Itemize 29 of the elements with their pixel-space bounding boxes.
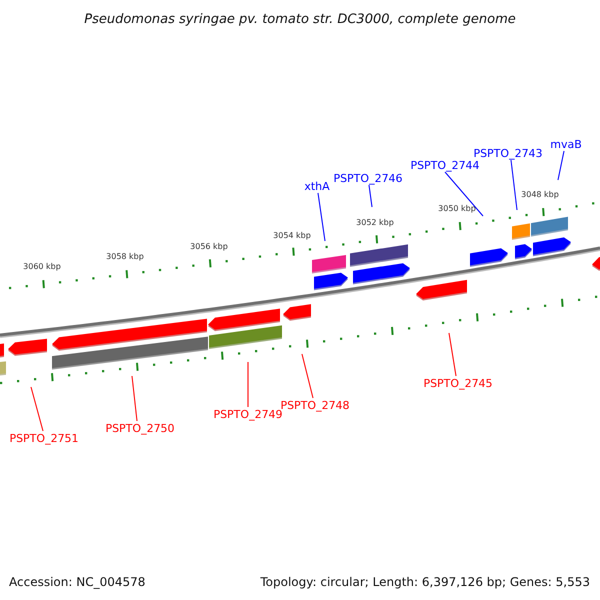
gene-label: PSPTO_2745 bbox=[423, 377, 493, 390]
accession-note: Accession: NC_004578 bbox=[9, 575, 146, 589]
scale-label: 3056 kbp bbox=[190, 242, 228, 252]
gene-label: PSPTO_2750 bbox=[105, 422, 175, 435]
leader-line bbox=[510, 160, 518, 210]
gene-label: PSPTO_2744 bbox=[410, 159, 480, 172]
gene-label: xthA bbox=[304, 180, 330, 193]
gene-label: PSPTO_2743 bbox=[473, 147, 543, 160]
diagram-title: Pseudomonas syringae pv. tomato str. DC3000, complete genome bbox=[83, 11, 517, 29]
genome-info-note: Topology: circular; Length: 6,397,126 bp; Genes: 5,553 bbox=[260, 575, 590, 589]
scale-label: 3048 kbp bbox=[521, 190, 559, 200]
leader-line bbox=[368, 184, 372, 208]
scale-label: 3054 kbp bbox=[273, 231, 311, 241]
gene-label: PSPTO_2746 bbox=[333, 172, 403, 185]
leader-line bbox=[132, 376, 138, 422]
scale-label: 3060 kbp bbox=[23, 262, 61, 272]
scale-label: 3058 kbp bbox=[106, 252, 144, 262]
gene-label: mvaB bbox=[550, 138, 582, 151]
gene-label: PSPTO_2748 bbox=[280, 399, 350, 412]
leader-line bbox=[558, 150, 564, 180]
leader-line bbox=[302, 354, 314, 398]
leader-line bbox=[444, 172, 484, 216]
leader-line bbox=[318, 192, 326, 242]
gene-label: PSPTO_2751 bbox=[9, 432, 79, 445]
gene-label: PSPTO_2749 bbox=[213, 408, 283, 421]
scale-label: 3052 kbp bbox=[356, 218, 394, 228]
leader-line bbox=[448, 332, 456, 376]
scale-label: 3050 kbp bbox=[438, 204, 476, 214]
leader-line bbox=[30, 386, 44, 432]
